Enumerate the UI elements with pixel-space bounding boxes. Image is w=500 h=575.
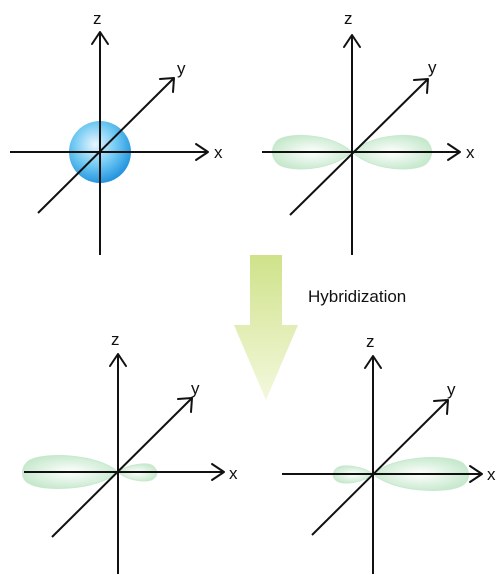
z-axis-label: z (93, 9, 102, 28)
y-axis-label: y (428, 58, 437, 77)
z-axis-label: z (111, 330, 120, 349)
x-axis-label: x (214, 143, 223, 162)
panel-sp-hybrid-right: z x y (282, 332, 496, 574)
x-axis-label: x (229, 464, 238, 483)
x-axis-label: x (466, 143, 475, 162)
z-axis-label: z (344, 9, 353, 28)
x-axis-label: x (487, 465, 496, 484)
panel-p-orbital: z x y (262, 9, 475, 255)
y-axis-label: y (177, 59, 186, 78)
y-axis (38, 78, 174, 213)
hybridization-transition: Hybridization (234, 255, 406, 400)
panel-sp-hybrid-left: z x y (23, 330, 239, 574)
y-axis-label: y (447, 380, 456, 399)
panel-s-orbital: z x y (10, 9, 223, 255)
down-arrow-icon (234, 255, 298, 400)
z-axis-label: z (366, 332, 375, 351)
hybridization-label: Hybridization (308, 287, 406, 306)
y-axis-label: y (191, 379, 200, 398)
